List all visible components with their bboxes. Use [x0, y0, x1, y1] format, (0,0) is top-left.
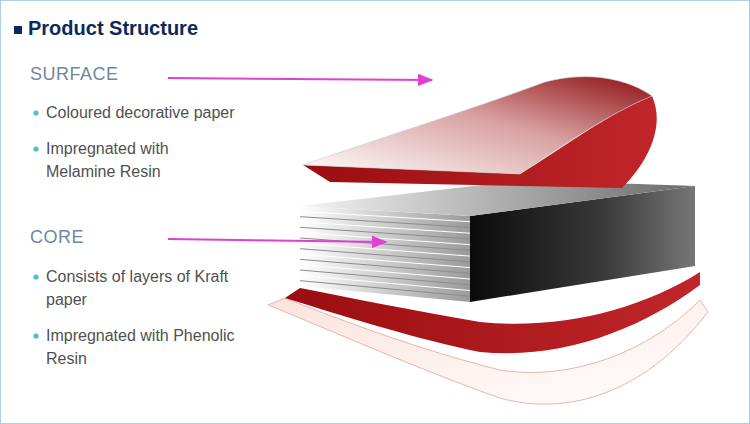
bullet-text: Impregnated with Melamine Resin [46, 137, 241, 183]
title-square [14, 26, 22, 34]
kraft-layer-line [300, 227, 470, 239]
bullet [33, 333, 38, 338]
kraft-layer-line [300, 249, 470, 262]
section-heading: SURFACE [30, 64, 190, 85]
bullet [33, 146, 38, 151]
bullet-text: Coloured decorative paper [46, 101, 316, 124]
kraft-layer-line [300, 222, 470, 233]
section-heading: CORE [30, 227, 160, 248]
kraft-layer-line [300, 254, 470, 268]
kraft-layer-line [300, 211, 470, 221]
leader-arrow [168, 78, 432, 80]
bullet [33, 110, 38, 115]
bullet [33, 274, 38, 279]
bullet-text: Impregnated with Phenolic Resin [46, 324, 241, 370]
kraft-layer-line [300, 243, 470, 256]
kraft-layer-line [300, 217, 470, 228]
decorative-paper-sheet [303, 77, 652, 174]
title: Product Structure [28, 17, 198, 40]
leader-arrow [168, 239, 386, 242]
bullet-text: Consists of layers of Kraft paper [46, 265, 241, 311]
kraft-layer-line [300, 238, 470, 250]
kraft-layer-line [300, 281, 470, 297]
